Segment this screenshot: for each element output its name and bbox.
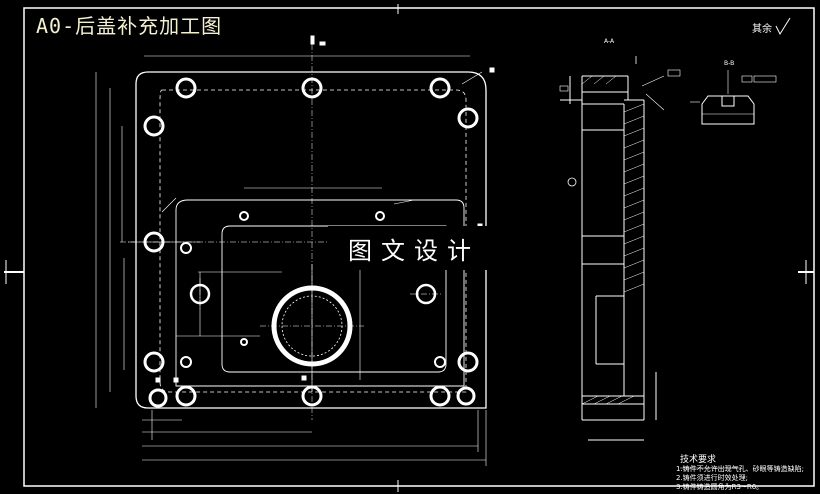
- tech-item: 2.铸件须进行时效处理;: [676, 474, 749, 482]
- watermark: 图文设计: [328, 226, 500, 270]
- section-marker-a: [559, 56, 681, 187]
- roughness-note: 其余: [752, 24, 772, 35]
- drawing-frame: [4, 4, 815, 492]
- tech-heading: 技术要求: [680, 455, 717, 465]
- marker-ticks: [155, 35, 495, 383]
- tech-item: 3.铸件铸造圆角为R3~R6。: [676, 483, 764, 491]
- tech-requirements: 技术要求 1.铸件不允许出现气孔、砂眼等铸造缺陷; 2.铸件须进行时效处理; 3…: [676, 456, 804, 492]
- roughness-symbol: [775, 17, 791, 36]
- tech-item: 1.铸件不允许出现气孔、砂眼等铸造缺陷;: [676, 465, 805, 473]
- section-view: [560, 75, 657, 441]
- detail-view: [690, 70, 777, 125]
- section-label-top: A-A: [604, 38, 615, 45]
- section-hatching: [581, 75, 645, 405]
- section-label-right: B-B: [724, 60, 735, 67]
- dimension-lines: [95, 55, 487, 466]
- drawing-title: A0-后盖补充加工图: [36, 14, 223, 38]
